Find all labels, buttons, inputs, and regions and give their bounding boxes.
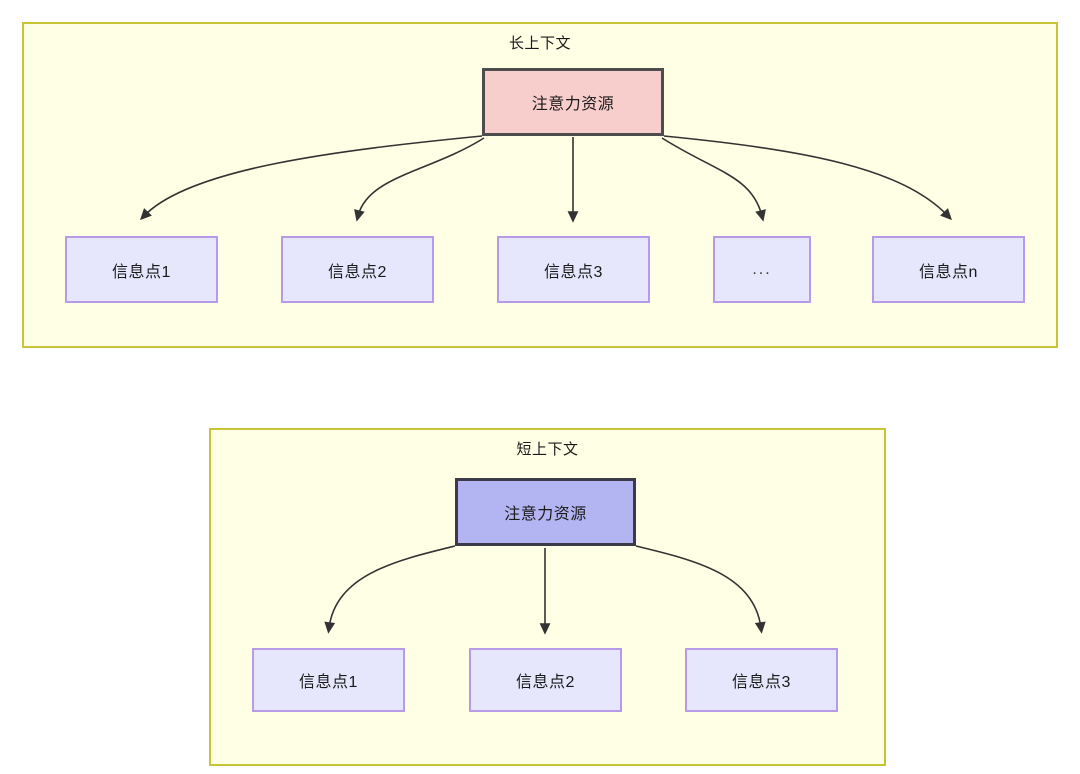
node-label: 信息点3 — [732, 674, 791, 691]
node-label: 信息点3 — [544, 263, 603, 281]
node-label: 信息点1 — [299, 674, 358, 691]
node-info-point-long-3[interactable]: 信息点3 — [497, 236, 650, 303]
node-label: 信息点2 — [328, 263, 387, 281]
node-label: 信息点2 — [516, 674, 575, 691]
panel-short-context-title: 短上下文 — [516, 441, 579, 458]
node-info-point-short-3[interactable]: 信息点3 — [685, 648, 838, 712]
node-attention-resource-long[interactable]: 注意力资源 — [482, 68, 664, 136]
node-info-point-long-1[interactable]: 信息点1 — [65, 236, 218, 303]
node-label: ... — [752, 260, 772, 278]
node-label: 信息点n — [919, 263, 978, 281]
panel-long-context-title: 长上下文 — [508, 35, 571, 52]
node-attention-resource-short[interactable]: 注意力资源 — [455, 478, 636, 546]
node-label: 注意力资源 — [531, 96, 615, 113]
node-label: 信息点1 — [112, 263, 171, 281]
node-label: 注意力资源 — [504, 506, 587, 523]
node-info-point-short-2[interactable]: 信息点2 — [469, 648, 622, 712]
node-info-point-long-2[interactable]: 信息点2 — [281, 236, 434, 303]
node-info-point-short-1[interactable]: 信息点1 — [252, 648, 405, 712]
node-info-point-long-n[interactable]: 信息点n — [872, 236, 1025, 303]
node-info-point-long-ellipsis[interactable]: ... — [713, 236, 811, 303]
